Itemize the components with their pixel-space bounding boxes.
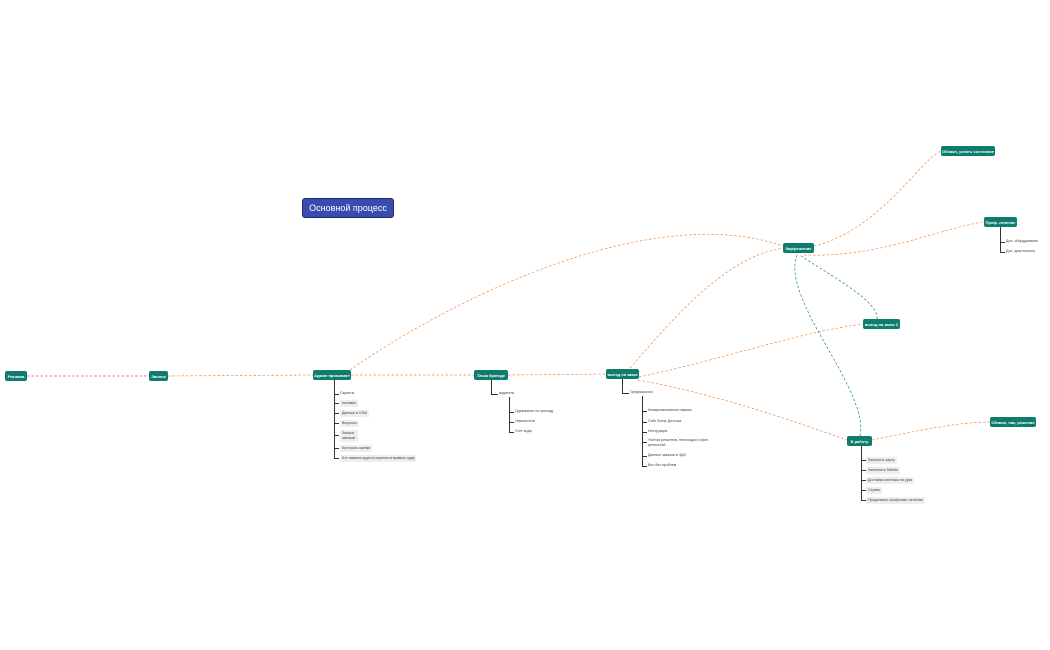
connector-line [491, 394, 498, 395]
leaf-item: Сервис [866, 487, 883, 494]
connector-line [642, 432, 647, 433]
connector-line [334, 458, 339, 459]
leaf-item: Контроль оценки [340, 445, 373, 452]
leaf-item: Учет вода [515, 429, 532, 433]
node-kvr[interactable]: Квр/решение [783, 243, 814, 253]
connector-line [642, 442, 647, 443]
leaf-item: Доп. оборудование [1006, 239, 1039, 243]
connector-line [622, 379, 623, 393]
leaf-item: Накопители [515, 419, 535, 423]
connector-line [509, 432, 514, 433]
edge-kvr-zvon-ust [813, 150, 942, 247]
connector-line [334, 448, 339, 449]
node-vyezd[interactable]: выезд на заказ [606, 369, 639, 379]
node-v-rabotu[interactable]: В работу [847, 436, 872, 446]
connector-line [861, 500, 866, 501]
edge-vyezd-vrabotu [637, 379, 848, 441]
leaf-item: Доп. диагностика [1006, 249, 1035, 253]
connector-line [334, 403, 339, 404]
node-vyezd-2[interactable]: выезд на заказ 2 [863, 319, 900, 329]
leaf-item: Сайт бонус Деточка [648, 419, 682, 423]
node-reklama[interactable]: Реклама [5, 371, 27, 381]
leaf-item: Инструкция [648, 429, 668, 433]
edge-vyezd-kvr [629, 247, 785, 369]
edge-zvonok-admin [167, 374, 314, 377]
connector-line [861, 480, 866, 481]
leaf-item: Кто нажала куда из скрипта отправить куд… [340, 455, 417, 462]
connector-line [861, 490, 866, 491]
leaf-item: Одержание по приезду [515, 409, 554, 413]
connector-line [861, 446, 862, 501]
leaf-item: Учетом ремонтов, неполадок и фин. ценнос… [648, 438, 709, 447]
leaf-item: низовые [340, 400, 359, 407]
leaf-item: Запустить карту [866, 457, 897, 464]
leaf-item: Предпосылки [630, 390, 653, 394]
page-title: Основной процесс [302, 198, 394, 218]
leaf-item: Доставка монтажа на руки [866, 477, 915, 484]
leaf-item: Скрипты [340, 391, 355, 395]
leaf-item: Продолжить профилакт лечения [866, 497, 925, 504]
leaf-item: Заполнить Tablets [866, 467, 901, 474]
edge-vrabotu-zvon-end [871, 421, 991, 441]
node-admin[interactable]: Админ принимает [313, 370, 351, 380]
leaf-item: Все без проблем [648, 463, 677, 467]
connector-line [642, 422, 647, 423]
node-task-brigade[interactable]: Таска бригаде [474, 370, 508, 380]
connector-line [491, 380, 492, 394]
node-obzvon-status[interactable]: Обзвон, узнать состояние [941, 146, 995, 156]
connector-line [642, 466, 647, 467]
connector-line [1000, 242, 1005, 243]
node-prof[interactable]: Проф. лечение [984, 217, 1017, 227]
node-zvonok[interactable]: Звонок [149, 371, 168, 381]
edge-taskbr-vyezd [507, 373, 607, 376]
connector-line [334, 394, 339, 395]
edge-kvr-prof [803, 221, 985, 256]
leaf-item: Коммуникативные навыки [648, 408, 692, 412]
connector-line [622, 393, 629, 394]
connector-line [334, 380, 335, 459]
leaf-item: Вопросы [340, 420, 359, 427]
connector-line [642, 456, 647, 457]
connector-line [861, 460, 866, 461]
leaf-item: Данные заказов в ЭДО [648, 453, 687, 457]
connector-line [642, 396, 643, 466]
connector-line [509, 422, 514, 423]
leaf-item: Записи звонков [340, 430, 358, 442]
edge-vrabotu-kvr [794, 254, 862, 437]
leaf-item: водитель [499, 391, 515, 395]
edge-vyezd-vyezd2 [638, 323, 864, 378]
edge-admin-kvr [349, 233, 784, 371]
connector-line [509, 412, 514, 413]
connector-line [642, 411, 647, 412]
connector-line [861, 470, 866, 471]
leaf-item: Данные в CRM [340, 410, 370, 417]
node-obzvon-end[interactable]: Обзвон, пак, решение [990, 417, 1036, 427]
connector-line [509, 397, 510, 433]
edge-vyezd2-kvr [799, 254, 878, 320]
connector-line [1000, 252, 1005, 253]
connector-line [1000, 227, 1001, 252]
connector-line [334, 413, 339, 414]
connector-line [334, 435, 339, 436]
connector-line [334, 423, 339, 424]
